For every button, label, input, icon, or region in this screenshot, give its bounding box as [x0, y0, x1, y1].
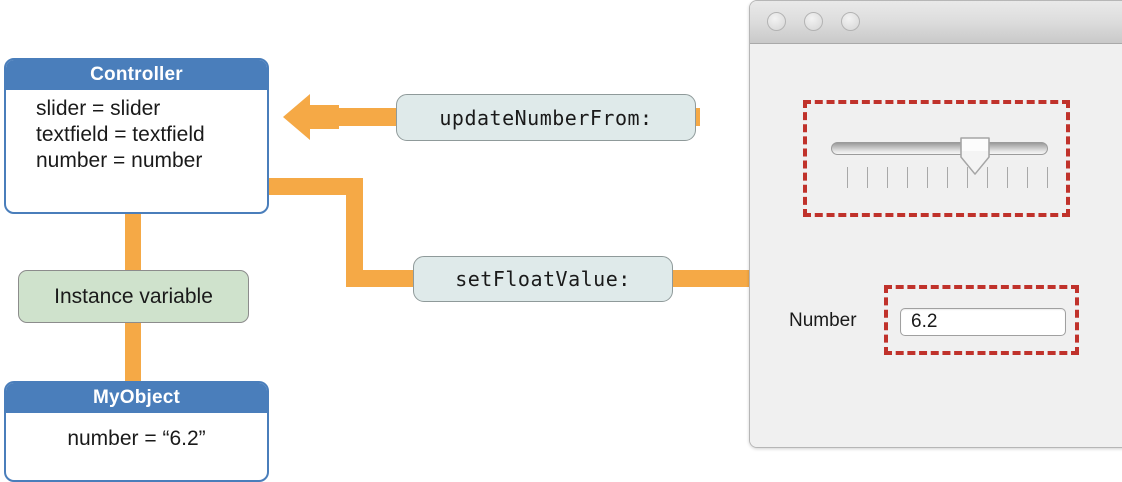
myobject-attributes: number = “6.2”: [6, 413, 267, 458]
slider-highlight-box: [803, 100, 1070, 217]
window-content: [750, 44, 1122, 447]
number-slider-thumb[interactable]: [959, 135, 991, 177]
arrowhead-left-to-controller: [283, 94, 339, 140]
number-field-highlight-box: [884, 285, 1079, 355]
slider-tick: [967, 167, 968, 188]
controller-attribute: slider = slider: [36, 97, 161, 120]
window-minimize-button[interactable]: [804, 12, 823, 31]
message-setfloatvalue[interactable]: setFloatValue:: [413, 256, 673, 302]
instance-variable-label: Instance variable: [54, 284, 213, 308]
message-updatenumberfrom[interactable]: updateNumberFrom:: [396, 94, 696, 141]
slider-tick: [1047, 167, 1048, 188]
myobject-class-box[interactable]: MyObject number = “6.2”: [4, 381, 269, 482]
connector-controller-out-vertical: [346, 178, 363, 284]
number-slider-track[interactable]: [831, 142, 1048, 155]
number-text-field[interactable]: 6.2: [900, 308, 1066, 336]
myobject-attribute: number = “6.2”: [67, 427, 206, 450]
slider-tick: [907, 167, 908, 188]
connector-instance-variable-to-myobject: [125, 313, 141, 385]
slider-tick: [987, 167, 988, 188]
window-titlebar[interactable]: [750, 1, 1122, 44]
controller-attribute: textfield = textfield: [36, 123, 205, 146]
slider-tick: [867, 167, 868, 188]
controller-attributes: slider = slider textfield = textfield nu…: [6, 90, 267, 180]
window-zoom-button[interactable]: [841, 12, 860, 31]
app-window[interactable]: [749, 0, 1122, 448]
connector-controller-out-horizontal: [267, 178, 363, 195]
number-field-label: Number: [789, 310, 857, 331]
message-updatenumberfrom-label: updateNumberFrom:: [439, 105, 653, 130]
slider-tick: [927, 167, 928, 188]
instance-variable-box[interactable]: Instance variable: [18, 270, 249, 323]
slider-tick: [1027, 167, 1028, 188]
controller-class-title: Controller: [6, 60, 267, 90]
myobject-class-title: MyObject: [6, 383, 267, 413]
slider-tick: [947, 167, 948, 188]
slider-tick: [847, 167, 848, 188]
number-text-field-value: 6.2: [911, 311, 938, 332]
connector-controller-to-instance-variable: [125, 211, 141, 283]
message-setfloatvalue-label: setFloatValue:: [455, 267, 631, 291]
slider-tick: [887, 167, 888, 188]
slider-tick: [1007, 167, 1008, 188]
window-close-button[interactable]: [767, 12, 786, 31]
controller-attribute: number = number: [36, 149, 203, 172]
controller-class-box[interactable]: Controller slider = slider textfield = t…: [4, 58, 269, 214]
